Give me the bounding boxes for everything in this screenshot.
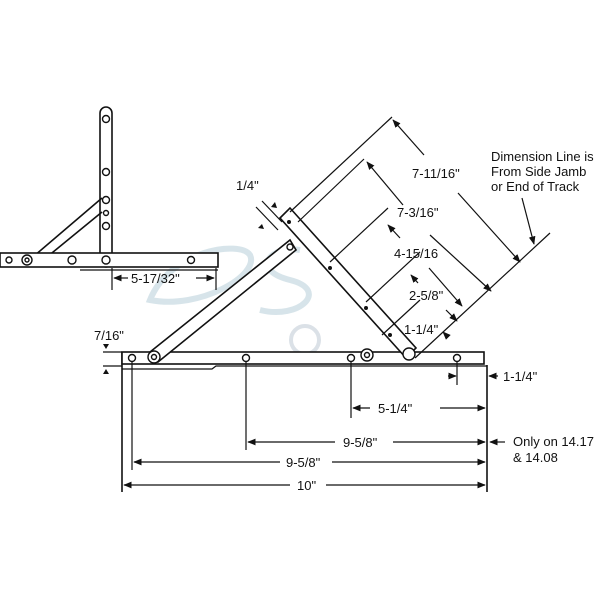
label-thickness: 1/4" — [236, 178, 259, 193]
label-5-1-4: 5-1/4" — [378, 401, 413, 416]
sash-arm — [278, 206, 418, 360]
main-track — [121, 351, 485, 365]
label-9-5-8-upper: 9-5/8" — [343, 435, 378, 450]
label-10: 10" — [297, 478, 316, 493]
label-end-offset: 1-1/4" — [503, 369, 538, 384]
label-arm-7-11-16: 7-11/16" — [412, 166, 460, 181]
label-arm-1-1-4: 1-1/4" — [404, 322, 439, 337]
label-track-height: 7/16" — [94, 328, 124, 343]
closed-hinge: 5-17/32" — [0, 106, 219, 290]
note-only-on: Only on 14.17 & 14.08 — [513, 434, 598, 465]
closed-sash-arm — [99, 106, 113, 268]
label-small-offset: 5-17/32" — [131, 271, 180, 286]
open-hinge: 1/4" 7-11/16" 7-3/16" 4-15/16 2-5/8" 1-1… — [94, 116, 598, 493]
label-arm-7-3-16: 7-3/16" — [397, 205, 439, 220]
label-arm-4-15-16: 4-15/16 — [394, 246, 438, 261]
note-dimension-line: Dimension Line is From Side Jamb or End … — [491, 149, 597, 194]
label-9-5-8-lower: 9-5/8" — [286, 455, 321, 470]
label-arm-2-5-8: 2-5/8" — [409, 288, 444, 303]
dimension-line-pointer — [521, 197, 536, 245]
